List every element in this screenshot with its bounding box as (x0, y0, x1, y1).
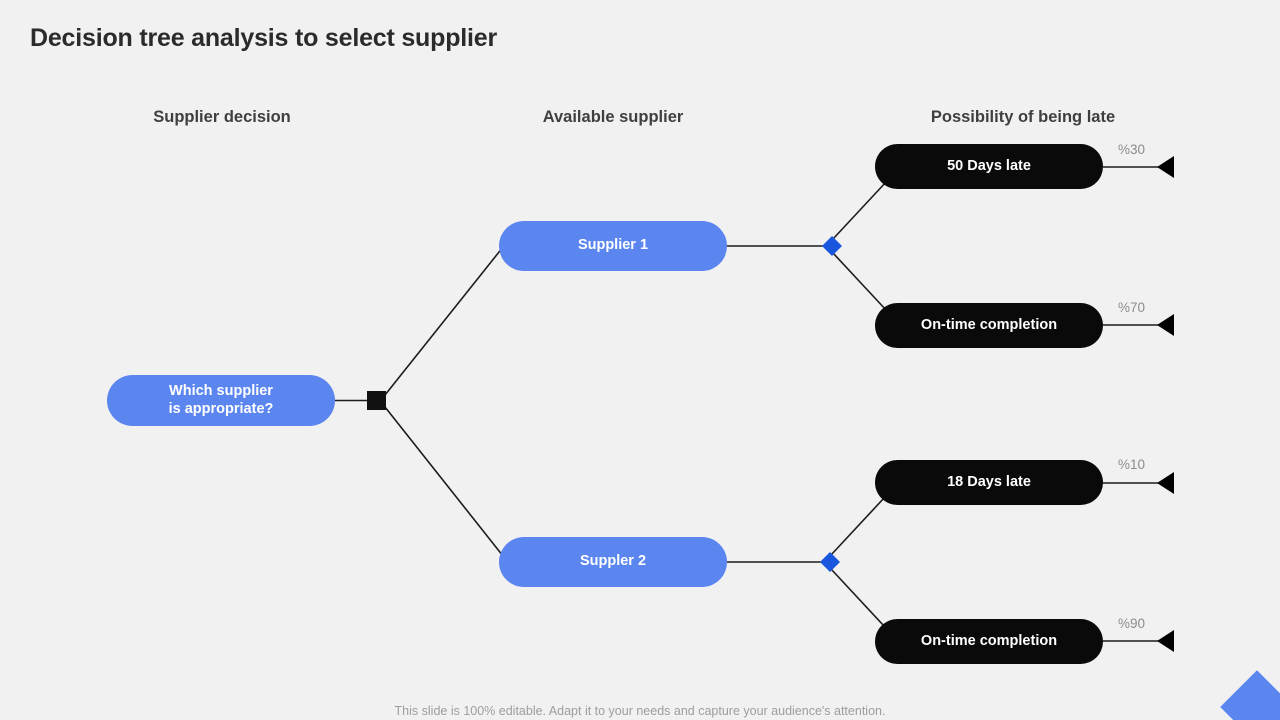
arrow-head-icon-4 (1157, 630, 1174, 652)
node-outcome-on-time-completion-2[interactable]: On-time completion (875, 619, 1103, 664)
column-header-possibility-of-being-late: Possibility of being late (930, 108, 1116, 126)
footer-note: This slide is 100% editable. Adapt it to… (394, 704, 886, 718)
node-root-question[interactable]: Which supplier is appropriate? (107, 375, 335, 426)
node-outcome-on-time-completion-1[interactable]: On-time completion (875, 303, 1103, 348)
probability-label-70: %70 (1118, 300, 1146, 315)
probability-label-10: %10 (1118, 457, 1146, 472)
node-supplier-2[interactable]: Suppler 2 (499, 537, 727, 587)
arrow-head-icon-3 (1157, 472, 1174, 494)
wire-decision-to-supplier-1 (384, 246, 504, 396)
wire-decision-to-supplier-2 (384, 406, 504, 557)
decision-square-node (367, 391, 386, 410)
arrow-head-icon-2 (1157, 314, 1174, 336)
node-outcome-18-days-late[interactable]: 18 Days late (875, 460, 1103, 505)
page-title: Decision tree analysis to select supplie… (30, 24, 497, 52)
probability-label-30: %30 (1118, 142, 1146, 157)
chance-diamond-node-2 (820, 552, 840, 572)
chance-diamond-node-1 (822, 236, 842, 256)
column-header-available-supplier: Available supplier (542, 108, 684, 126)
node-outcome-50-days-late[interactable]: 50 Days late (875, 144, 1103, 189)
node-supplier-1[interactable]: Supplier 1 (499, 221, 727, 271)
probability-label-90: %90 (1118, 616, 1146, 631)
corner-decoration (1216, 670, 1280, 720)
diamond-decoration-icon (1220, 670, 1280, 720)
column-header-supplier-decision: Supplier decision (153, 108, 291, 126)
arrow-head-icon-1 (1157, 156, 1174, 178)
